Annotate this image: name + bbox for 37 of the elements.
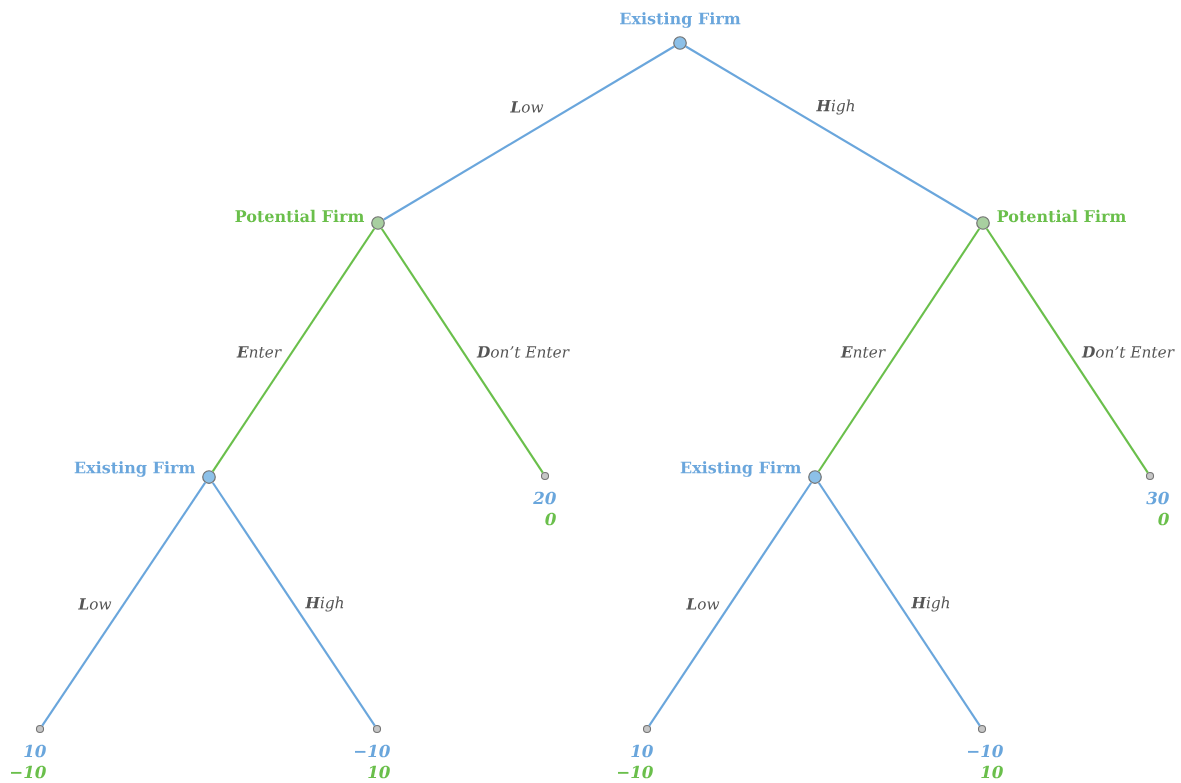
payoff: 20 [533, 491, 556, 505]
branch-line [211, 482, 376, 727]
edge-label: High [911, 596, 950, 612]
branch-line [985, 228, 1149, 474]
payoff: 10 [631, 744, 653, 758]
player-label: Existing Firm [74, 461, 196, 477]
edge-label: High [305, 596, 344, 612]
branch-line [41, 482, 207, 727]
edge-label: Enter [236, 346, 282, 358]
branch-line [648, 482, 813, 727]
player-label: Potential Firm [235, 209, 365, 223]
player-label: Potential Firm [997, 209, 1126, 223]
payoff: 0 [545, 512, 556, 526]
edge-label: Don’t Enter [476, 346, 570, 358]
branch-line [383, 45, 675, 221]
branch-line [817, 228, 981, 472]
payoff: 10 [368, 765, 390, 779]
payoff: −10 [355, 744, 390, 758]
payoff: −10 [11, 765, 46, 779]
payoff: −10 [618, 765, 653, 779]
payoff: 30 [1146, 491, 1169, 505]
edge-label: Low [78, 598, 112, 610]
payoff: −10 [968, 744, 1003, 758]
edge-label: Low [686, 598, 720, 610]
branch-line [685, 45, 978, 221]
player-label: Existing Firm [680, 461, 802, 477]
edge-label: Don’t Enter [1081, 346, 1175, 358]
branch-line [211, 228, 376, 472]
branch-line [817, 482, 981, 727]
payoff: 10 [24, 744, 46, 758]
player-label: Existing Firm [620, 12, 741, 28]
edge-label: Low [510, 101, 544, 113]
payoff: 10 [981, 765, 1003, 779]
payoff: 0 [1158, 512, 1169, 526]
branch-line [380, 228, 544, 474]
edge-label: High [816, 99, 855, 115]
edge-label: Enter [840, 346, 886, 358]
